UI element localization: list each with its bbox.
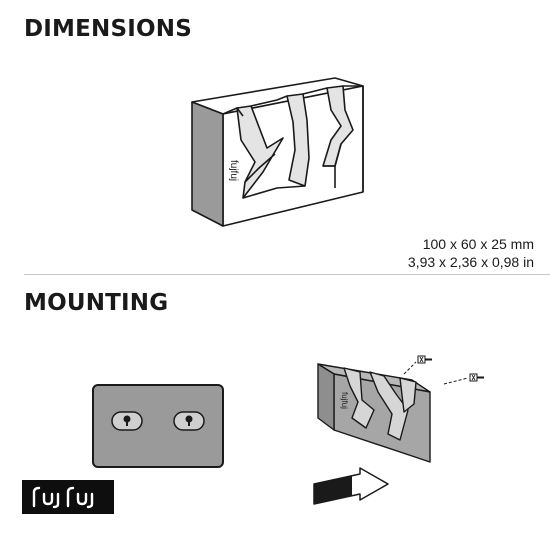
product-drawing: fujfuj [191, 77, 364, 227]
section-divider [24, 274, 550, 275]
dimensions-text: 100 x 60 x 25 mm 3,93 x 2,36 x 0,98 in [408, 235, 534, 271]
product-brand-label: fujfuj [228, 160, 239, 181]
mounted-product-drawing: fujfuj [317, 355, 484, 463]
keyhole-slot-icon [173, 411, 205, 431]
screw-icon [443, 373, 484, 385]
arrow-icon [313, 467, 389, 505]
dimensions-metric: 100 x 60 x 25 mm [422, 236, 534, 252]
mounted-brand-label: fujfuj [340, 392, 349, 409]
keyhole-slot-icon [111, 411, 143, 431]
dimensions-imperial: 3,93 x 2,36 x 0,98 in [407, 254, 534, 270]
brand-logo [22, 480, 114, 514]
brand-logo-mark [32, 486, 94, 509]
dimensions-heading: DIMENSIONS [24, 16, 192, 42]
mounting-heading: MOUNTING [24, 290, 169, 316]
back-plate [92, 384, 224, 468]
screw-icon [403, 355, 432, 375]
